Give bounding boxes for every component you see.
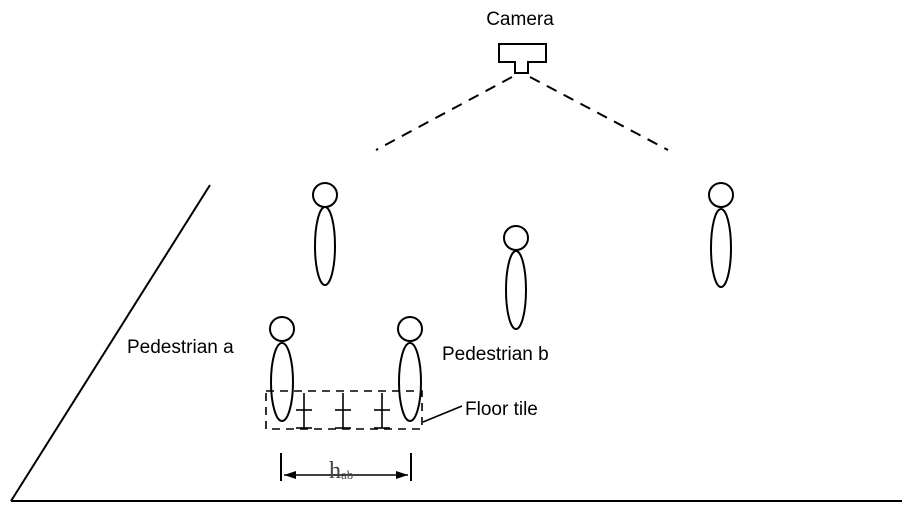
distance-subscript: ab bbox=[341, 467, 353, 482]
floor-tile bbox=[265, 390, 423, 430]
arrowhead-right-icon bbox=[396, 471, 408, 479]
ground-plane-left-edge bbox=[10, 184, 211, 502]
pedestrian-a-label: Pedestrian a bbox=[127, 337, 234, 358]
floor-tile-leader-line bbox=[422, 405, 463, 423]
camera-icon bbox=[498, 43, 547, 74]
camera-label: Camera bbox=[486, 9, 554, 30]
floor-tile-label: Floor tile bbox=[465, 399, 538, 420]
pedestrian-b-figure bbox=[397, 316, 423, 422]
arrowhead-left-icon bbox=[284, 471, 296, 479]
pedestrian-a-figure bbox=[269, 316, 295, 422]
field-of-view-right bbox=[529, 76, 669, 151]
field-of-view-left bbox=[375, 76, 513, 151]
pedestrian-b-label: Pedestrian b bbox=[442, 344, 549, 365]
pedestrian-figure bbox=[312, 182, 338, 286]
distance-dimension bbox=[280, 453, 412, 481]
distance-label: hab bbox=[329, 458, 353, 484]
distance-symbol: h bbox=[329, 458, 341, 484]
pedestrian-figure bbox=[708, 182, 734, 288]
pedestrian-figure bbox=[503, 225, 529, 330]
